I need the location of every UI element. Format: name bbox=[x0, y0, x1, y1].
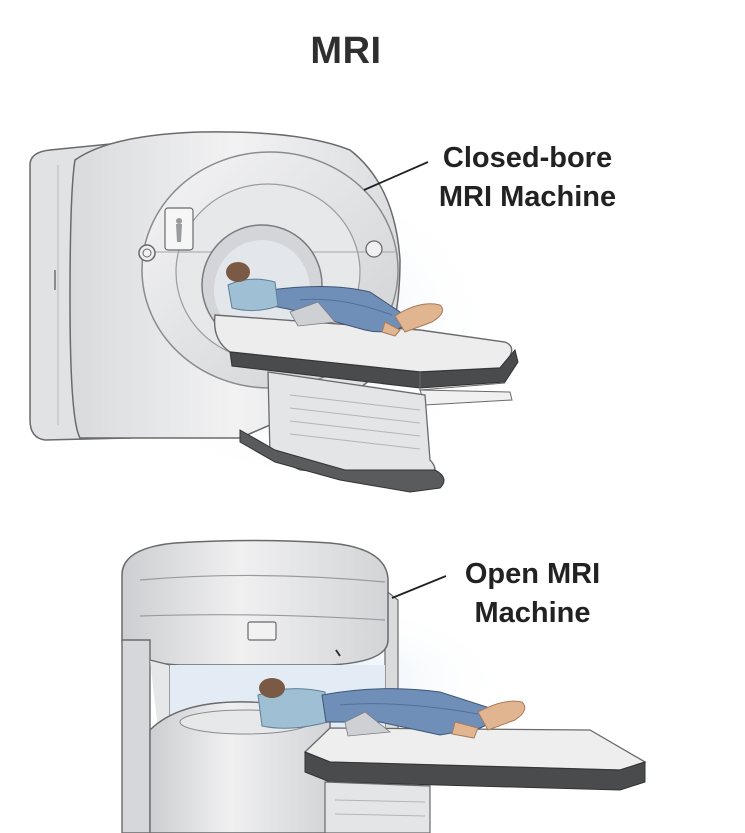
open-mri-label-line-1: Open MRI bbox=[464, 558, 601, 590]
open-patient-feet bbox=[451, 700, 526, 739]
open-leg-wedge bbox=[344, 711, 392, 737]
patient-figure-closed bbox=[226, 262, 444, 337]
patient-torso bbox=[227, 278, 279, 312]
closed-bore-leader-line bbox=[363, 161, 429, 191]
patient-feet bbox=[381, 303, 444, 337]
open-table-base bbox=[324, 781, 431, 833]
closed-bore-label-line-1: Closed-bore bbox=[442, 142, 613, 174]
patient-head bbox=[226, 262, 250, 282]
patient-table-rail bbox=[229, 348, 519, 389]
patient-figure-open bbox=[257, 678, 526, 739]
table-foot bbox=[239, 429, 445, 493]
upper-magnet-housing bbox=[121, 539, 389, 666]
closed-bore-mri-label: Closed-bore MRI Machine bbox=[420, 139, 635, 217]
diagram-title: MRI bbox=[310, 30, 382, 72]
closed-bore-mri-machine bbox=[29, 131, 519, 493]
open-mri-machine bbox=[121, 539, 647, 833]
open-mri-label: Open MRI Machine bbox=[440, 555, 625, 633]
leg-wedge bbox=[289, 301, 336, 327]
open-mri-leader-line bbox=[391, 575, 447, 599]
patient-icon bbox=[176, 218, 183, 242]
open-patient-table-rail bbox=[304, 751, 646, 791]
open-mri-label-line-2: Machine bbox=[474, 597, 591, 629]
left-knob-icon bbox=[138, 244, 156, 262]
open-patient-head bbox=[259, 678, 285, 698]
housing-handle bbox=[247, 621, 277, 641]
closed-bore-label-line-2: MRI Machine bbox=[438, 181, 617, 213]
right-knob-icon bbox=[365, 240, 383, 258]
table-footrest bbox=[419, 389, 513, 406]
left-pillar bbox=[121, 639, 151, 833]
